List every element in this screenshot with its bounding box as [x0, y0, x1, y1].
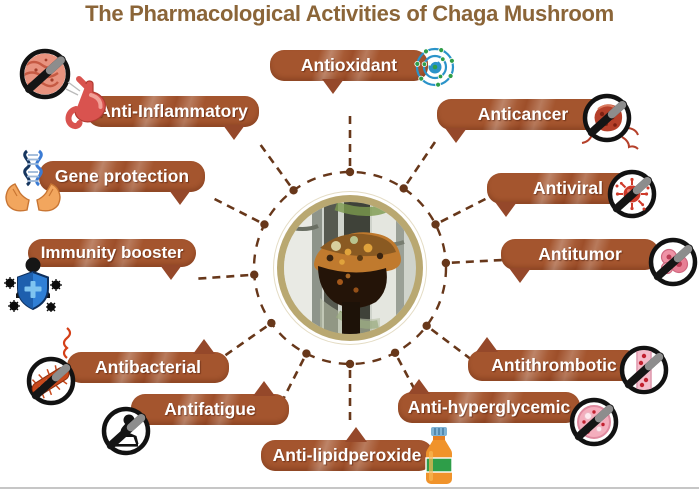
spoke-line	[198, 273, 249, 280]
ribbon-tail	[223, 125, 245, 140]
ribbon-anti-inflammatory: Anti-Inflammatory	[87, 96, 259, 140]
page-title: The Pharmacological Activities of Chaga …	[85, 1, 614, 26]
spoke-dot	[399, 184, 408, 193]
activity-label-anti-inflammatory: Anti-Inflammatory	[98, 101, 248, 121]
no-bacteria-icon	[23, 353, 79, 409]
no-high-blood-sugar-icon	[566, 394, 622, 450]
activity-label-antibacterial: Antibacterial	[95, 357, 201, 377]
stomach-icon	[58, 76, 110, 132]
spoke-dot	[422, 321, 431, 330]
activity-label-immunity-booster: Immunity booster	[40, 243, 184, 262]
ribbon-tail	[253, 381, 275, 396]
no-tumor-cells-icon	[645, 234, 699, 290]
activity-label-antitumor: Antitumor	[538, 244, 622, 264]
activity-label-antioxidant: Antioxidant	[300, 55, 398, 75]
ribbon-antibacterial: Antibacterial	[67, 339, 229, 383]
no-cancer-cell-icon	[578, 91, 642, 157]
ribbon-gene-protection: Gene protection	[39, 161, 205, 205]
spoke-dot	[250, 270, 259, 279]
activity-label-anticancer: Anticancer	[477, 104, 569, 124]
hands-holding-dna-icon	[3, 149, 63, 215]
oil-bottle-icon	[423, 427, 455, 485]
atom-icon	[413, 45, 457, 89]
spoke-line	[259, 144, 292, 187]
ribbon-antithrombotic: Antithrombotic	[468, 337, 640, 381]
spoke-dot	[441, 258, 451, 268]
ribbon-tail	[509, 268, 531, 283]
spoke-dot	[431, 220, 440, 229]
spoke-dot	[289, 186, 298, 195]
ribbon-tail	[445, 128, 467, 143]
spoke-line	[224, 325, 268, 357]
ribbon-antifatigue: Antifatigue	[131, 381, 289, 425]
ribbon-tail	[169, 190, 191, 205]
no-virus-icon	[604, 166, 660, 222]
activity-label-antifatigue: Antifatigue	[164, 399, 256, 419]
spoke-line	[440, 197, 487, 223]
ribbon-tail	[408, 379, 430, 394]
ribbon-antioxidant: Antioxidant	[270, 50, 428, 94]
spoke-dot	[260, 220, 269, 229]
bacteria-trail-squiggle	[58, 326, 76, 362]
chaga-mushroom-photo	[284, 202, 416, 334]
ribbon-tail	[495, 202, 517, 217]
ribbon-tail	[322, 79, 344, 94]
no-fatigue-person-icon	[98, 403, 154, 459]
center-photo-ring	[277, 195, 423, 341]
spoke-dot	[267, 318, 276, 328]
spoke-line	[430, 328, 473, 361]
spoke-dot	[390, 348, 400, 357]
ribbon-tail	[345, 427, 367, 442]
no-stomach-inflammation-icon	[16, 45, 74, 103]
ribbon-antitumor: Antitumor	[501, 239, 659, 283]
ribbon-tail	[476, 337, 498, 352]
spoke-line	[451, 258, 502, 264]
bottom-border-line	[0, 487, 699, 489]
activity-label-antiviral: Antiviral	[532, 178, 604, 198]
activity-label-antithrombotic: Antithrombotic	[491, 355, 617, 375]
spoke-dot	[345, 359, 355, 369]
ribbon-anti-lipidperoxide: Anti-lipidperoxide	[261, 427, 433, 471]
activity-label-anti-hyperglycemic: Anti-hyperglycemic	[407, 397, 571, 417]
activity-label-gene-protection: Gene protection	[54, 166, 190, 186]
spoke-line	[405, 141, 437, 185]
immune-shield-person-icon	[1, 256, 65, 318]
spoke-dot	[302, 349, 311, 358]
ribbon-tail	[193, 339, 215, 354]
ribbon-anti-hyperglycemic: Anti-hyperglycemic	[398, 379, 580, 423]
no-blood-clot-icon	[616, 342, 672, 398]
activity-label-anti-lipidperoxide: Anti-lipidperoxide	[272, 445, 422, 465]
spoke-dot	[345, 167, 355, 177]
spoke-line	[213, 197, 260, 223]
ribbon-tail	[160, 265, 182, 280]
